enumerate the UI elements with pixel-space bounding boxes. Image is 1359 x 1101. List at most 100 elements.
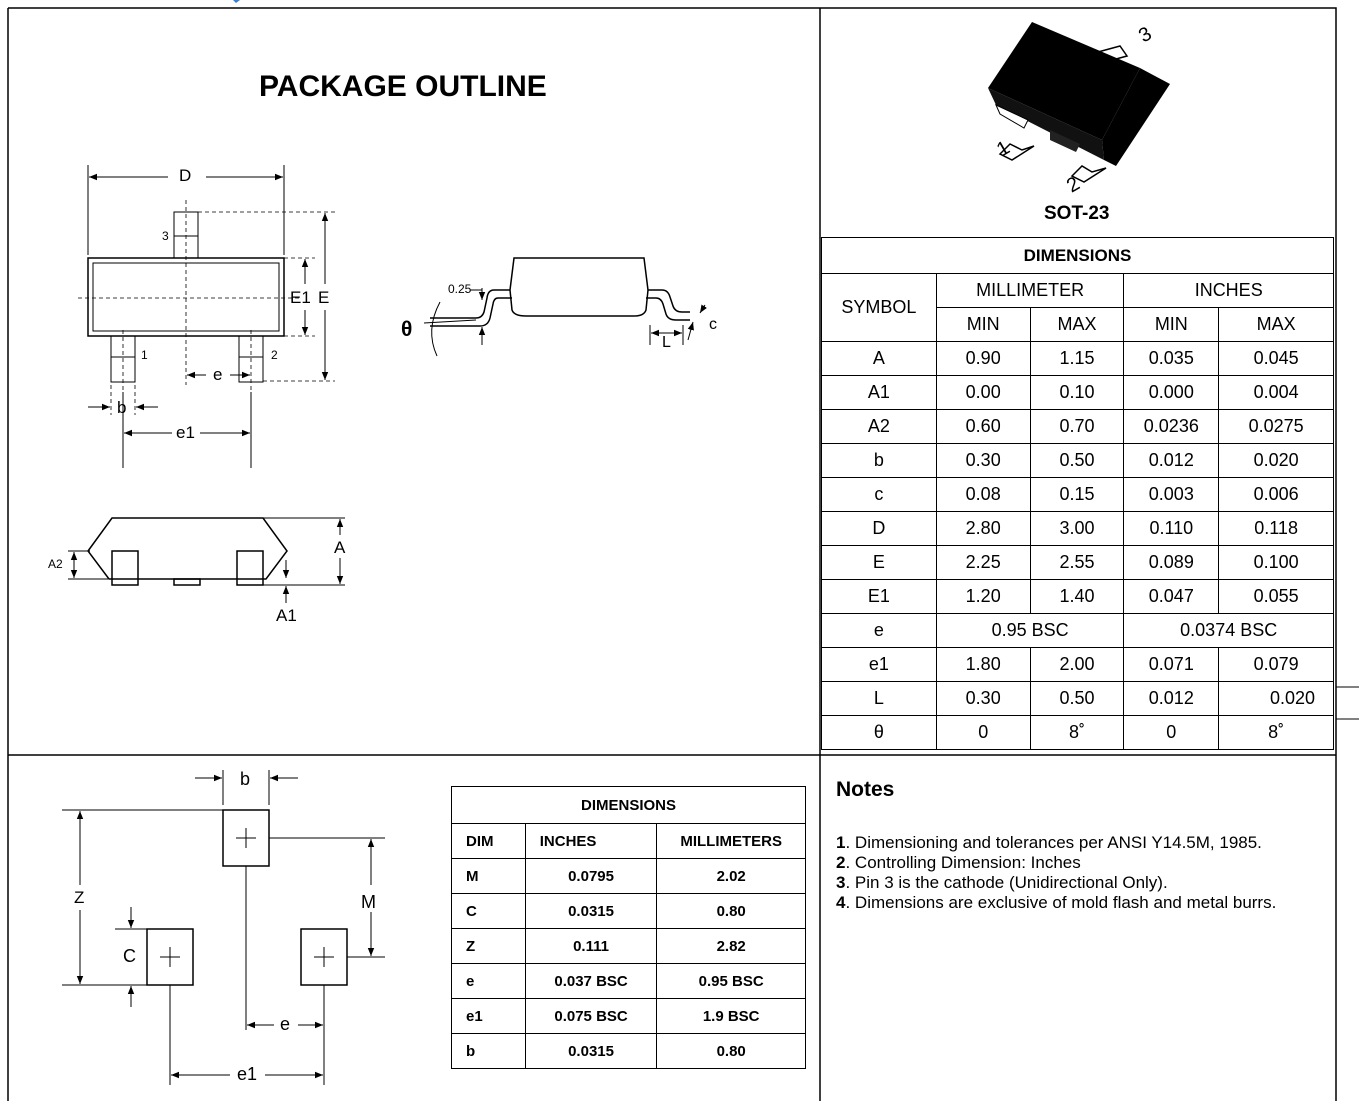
cell-mm-min: 0.30 bbox=[935, 443, 1031, 478]
mm-min-header: MIN bbox=[935, 307, 1031, 342]
sot23-package-image bbox=[988, 22, 1170, 183]
cell-symbol: D bbox=[821, 511, 937, 546]
note-number: 2 bbox=[836, 853, 846, 872]
dim-label-A2: A2 bbox=[48, 557, 63, 571]
note-number: 1 bbox=[836, 833, 846, 852]
cell-symbol: L bbox=[821, 681, 937, 716]
cell-in-min: 0.110 bbox=[1123, 511, 1220, 546]
cell-mm-max: 1.40 bbox=[1029, 579, 1125, 614]
dim-label-c: c bbox=[709, 316, 717, 333]
cell-dim: e1 bbox=[451, 998, 526, 1034]
cell-in-bsc: 0.0374 BSC bbox=[1123, 613, 1334, 648]
cell-mm: 0.80 bbox=[656, 893, 806, 929]
cell-inches: 0.0795 bbox=[524, 858, 658, 894]
dim-label-0-25: 0.25 bbox=[448, 282, 472, 296]
cell-mm: 2.82 bbox=[656, 928, 806, 964]
front-view-drawing bbox=[68, 517, 345, 603]
cell-mm-max: 0.15 bbox=[1029, 477, 1125, 512]
cell-symbol: A bbox=[821, 341, 937, 376]
package-outline-title: PACKAGE OUTLINE bbox=[259, 70, 547, 103]
cell-mm-min: 1.20 bbox=[935, 579, 1031, 614]
cell-symbol: E1 bbox=[821, 579, 937, 614]
cell-mm: 0.95 BSC bbox=[656, 963, 806, 999]
cell-in-max: 8˚ bbox=[1218, 715, 1334, 750]
cell-in-min: 0.035 bbox=[1123, 341, 1220, 376]
cell-mm-max: 0.50 bbox=[1029, 681, 1125, 716]
note-item: 1. Dimensioning and tolerances per ANSI … bbox=[836, 833, 1316, 853]
note-text: . Controlling Dimension: Inches bbox=[845, 853, 1081, 872]
cell-mm-min: 0.60 bbox=[935, 409, 1031, 444]
cell-in-min: 0.012 bbox=[1123, 681, 1220, 716]
land-header-dim: DIM bbox=[451, 823, 526, 859]
cell-symbol: c bbox=[821, 477, 937, 512]
footprint-label-M: M bbox=[361, 892, 376, 912]
package-name: SOT-23 bbox=[1044, 203, 1110, 224]
dim-label-b: b bbox=[117, 398, 127, 417]
cell-symbol: A2 bbox=[821, 409, 937, 444]
dim-label-A1: A1 bbox=[276, 606, 297, 625]
cell-dim: Z bbox=[451, 928, 526, 964]
land-header-inches: INCHES bbox=[524, 823, 658, 859]
cell-in-min: 0.012 bbox=[1123, 443, 1220, 478]
pin-label-2: 2 bbox=[271, 348, 278, 362]
cell-in-max: 0.006 bbox=[1218, 477, 1334, 512]
cell-symbol: E bbox=[821, 545, 937, 580]
cell-mm-min: 0.30 bbox=[935, 681, 1031, 716]
cell-in-min: 0.000 bbox=[1123, 375, 1220, 410]
cell-in-min: 0.0236 bbox=[1123, 409, 1220, 444]
footprint-label-e: e bbox=[280, 1014, 291, 1034]
footprint-label-e1: e1 bbox=[237, 1064, 258, 1084]
cell-mm: 1.9 BSC bbox=[656, 998, 806, 1034]
cell-in-max: 0.045 bbox=[1218, 341, 1334, 376]
header-fragment bbox=[233, 0, 240, 3]
note-text: . Dimensions are exclusive of mold flash… bbox=[845, 893, 1277, 912]
top-view-drawing bbox=[78, 165, 335, 468]
cell-inches: 0.0315 bbox=[524, 893, 658, 929]
cell-mm-max: 8˚ bbox=[1029, 715, 1125, 750]
dim-label-E: E bbox=[318, 288, 330, 307]
note-number: 3 bbox=[836, 873, 846, 892]
note-item: 4. Dimensions are exclusive of mold flas… bbox=[836, 893, 1316, 913]
dimensions-table-title: DIMENSIONS bbox=[821, 237, 1334, 274]
note-text: . Dimensioning and tolerances per ANSI Y… bbox=[845, 833, 1262, 852]
mm-max-header: MAX bbox=[1029, 307, 1125, 342]
dim-label-E1: E1 bbox=[290, 288, 311, 307]
inches-header: INCHES bbox=[1123, 273, 1334, 308]
footprint-label-Z: Z bbox=[74, 888, 85, 907]
cell-symbol: b bbox=[821, 443, 937, 478]
cell-mm: 2.02 bbox=[656, 858, 806, 894]
dim-label-L: L bbox=[662, 334, 671, 351]
cell-mm-max: 2.55 bbox=[1029, 545, 1125, 580]
in-max-header: MAX bbox=[1218, 307, 1334, 342]
cell-mm-min: 0.08 bbox=[935, 477, 1031, 512]
note-item: 3. Pin 3 is the cathode (Unidirectional … bbox=[836, 873, 1316, 893]
cell-in-max: 0.020 bbox=[1218, 681, 1334, 716]
cell-in-max: 0.020 bbox=[1218, 443, 1334, 478]
cell-inches: 0.075 BSC bbox=[524, 998, 658, 1034]
cell-dim: b bbox=[451, 1033, 526, 1069]
cell-inches: 0.111 bbox=[524, 928, 658, 964]
sheet-frame bbox=[7, 7, 1359, 1101]
land-table-title: DIMENSIONS bbox=[451, 786, 806, 824]
notes-title: Notes bbox=[836, 778, 895, 801]
cell-in-max: 0.118 bbox=[1218, 511, 1334, 546]
cell-mm-max: 0.10 bbox=[1029, 375, 1125, 410]
cell-dim: M bbox=[451, 858, 526, 894]
footprint-label-C: C bbox=[123, 946, 136, 966]
cell-in-min: 0.047 bbox=[1123, 579, 1220, 614]
cell-symbol: e bbox=[821, 613, 937, 648]
dim-label-theta: θ bbox=[401, 318, 413, 341]
cell-mm-max: 3.00 bbox=[1029, 511, 1125, 546]
